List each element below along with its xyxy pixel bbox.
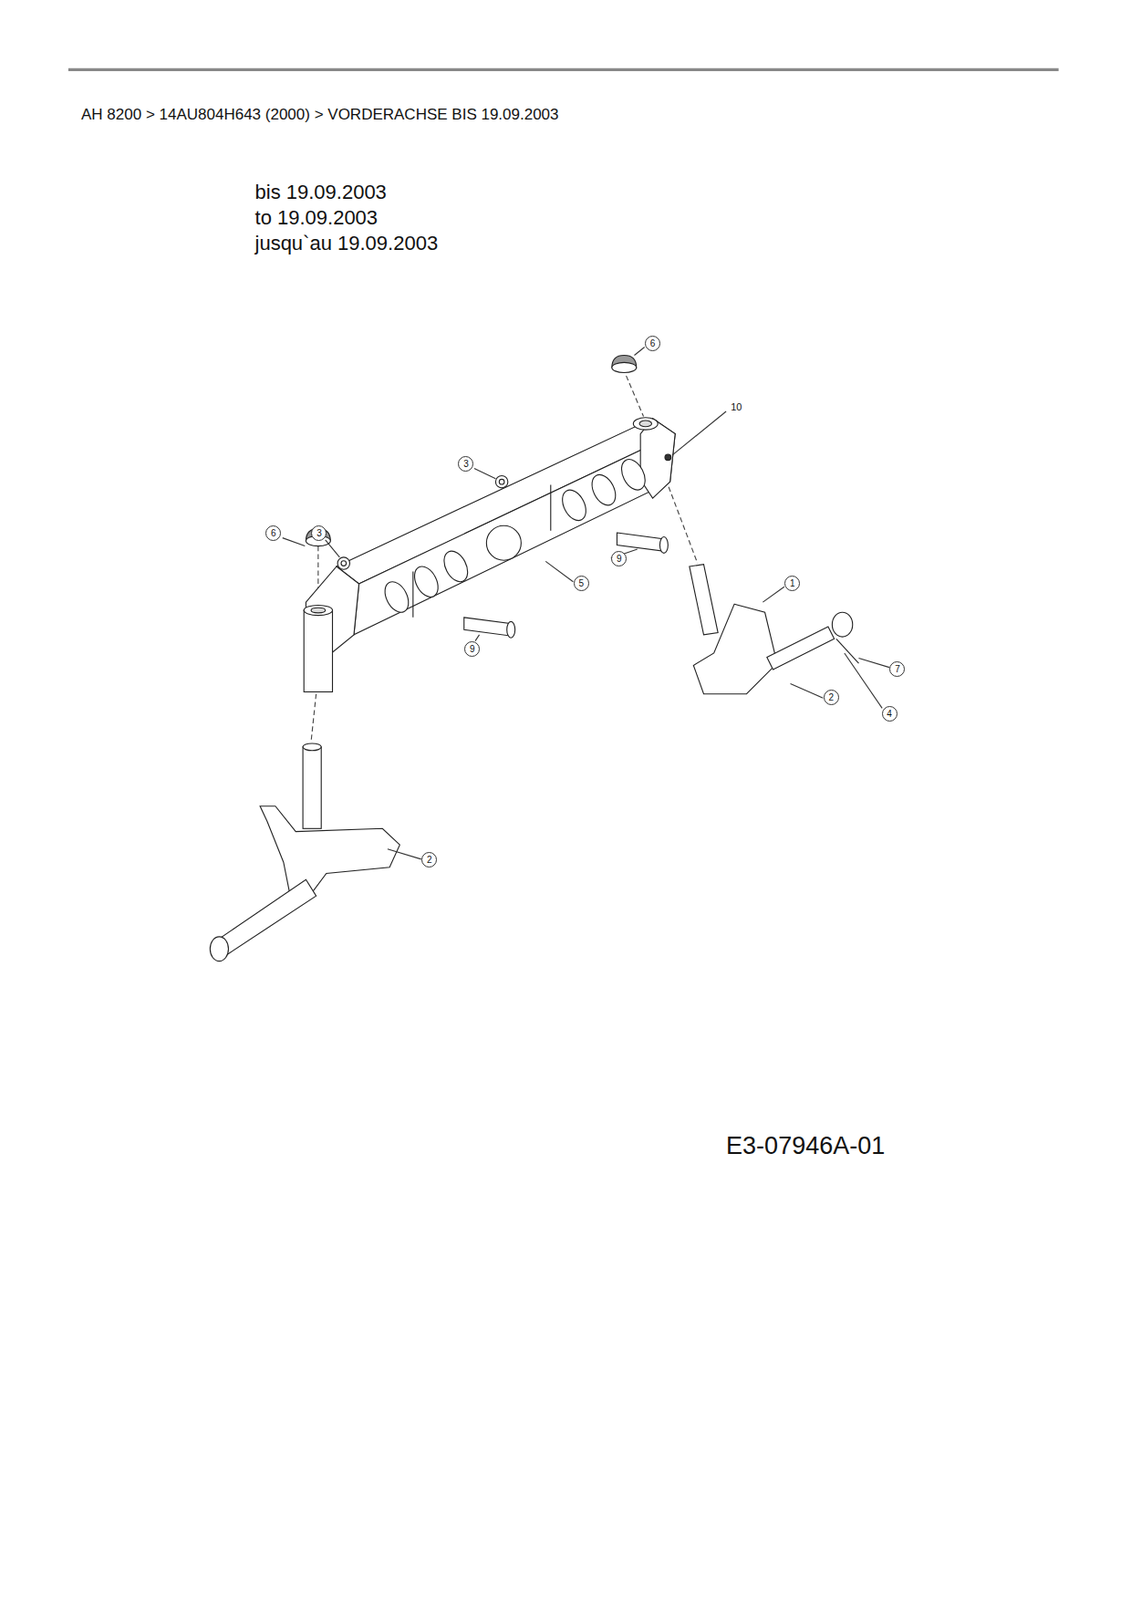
- callout-number: 2: [421, 851, 437, 868]
- callout-number: 10: [729, 401, 743, 414]
- callout-number: 6: [644, 335, 661, 352]
- header-rule: [68, 68, 1059, 72]
- callout-number: 4: [881, 705, 898, 722]
- callout-number: 2: [823, 689, 840, 706]
- callout-number: 6: [265, 525, 281, 541]
- callout-number: 9: [611, 550, 627, 567]
- axle-parts: [209, 347, 890, 962]
- callout-number: 3: [311, 525, 327, 541]
- callout-number: 7: [889, 661, 905, 677]
- drawing-number: E3-07946A-01: [726, 1131, 885, 1161]
- callout-number: 3: [457, 456, 474, 472]
- validity-note: bis 19.09.2003: [255, 180, 387, 204]
- callout-number: 9: [464, 641, 480, 657]
- validity-note: jusqu`au 19.09.2003: [255, 231, 439, 255]
- callout-number: 5: [573, 575, 590, 592]
- breadcrumb-title: AH 8200 > 14AU804H643 (2000) > VORDERACH…: [81, 105, 560, 125]
- validity-note: to 19.09.2003: [255, 206, 379, 229]
- callout-number: 1: [784, 575, 800, 592]
